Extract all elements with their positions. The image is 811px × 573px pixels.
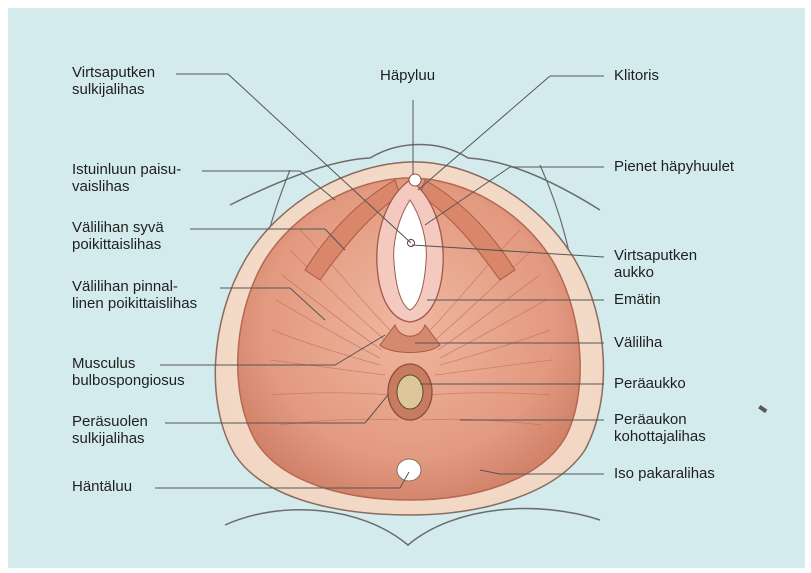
label-clitoris: Klitoris — [614, 67, 659, 84]
anus-mark — [397, 375, 423, 409]
label-urethral-opening: Virtsaputken aukko — [614, 247, 697, 281]
clitoris-mark — [409, 174, 421, 186]
label-deep-transverse-perineal: Välilihan syvä poikittaislihas — [72, 219, 164, 253]
label-bulbospongiosus: Musculus bulbospongiosus — [72, 355, 185, 389]
label-vagina: Emätin — [614, 291, 661, 308]
label-urethral-sphincter: Virtsaputken sulkijalihas — [72, 64, 155, 98]
label-coccyx: Häntäluu — [72, 478, 132, 495]
label-anus: Peräaukko — [614, 375, 686, 392]
label-superficial-transverse-perineal: Välilihan pinnal- linen poikittaislihas — [72, 278, 197, 312]
label-pubic-bone: Häpyluu — [380, 67, 435, 84]
label-ischiocavernosus: Istuinluun paisu- vaislihas — [72, 161, 181, 195]
label-perineum: Väliliha — [614, 334, 662, 351]
label-levator-ani: Peräaukon kohottajalihas — [614, 411, 706, 445]
label-anal-sphincter: Peräsuolen sulkijalihas — [72, 413, 148, 447]
label-labia-minora: Pienet häpyhuulet — [614, 158, 734, 175]
label-gluteus-maximus: Iso pakaralihas — [614, 465, 715, 482]
coccyx-mark — [397, 459, 421, 481]
